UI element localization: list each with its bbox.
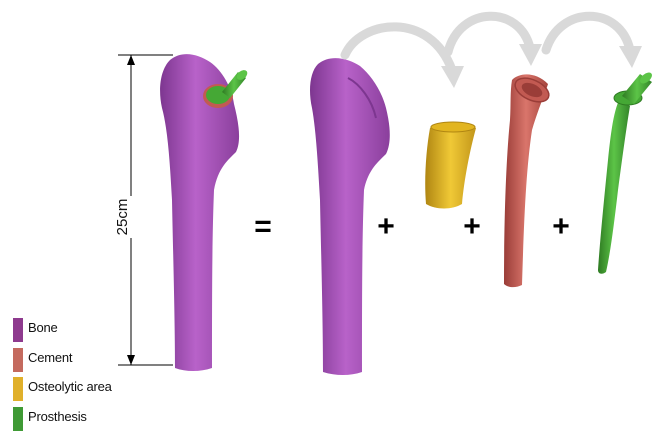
plus-sign-1: + — [377, 210, 395, 243]
legend-swatch-cement — [13, 348, 23, 372]
plus-sign-2: + — [463, 210, 481, 243]
arrow-to-prosthesis — [546, 16, 630, 50]
prosthesis — [598, 70, 654, 273]
osteolytic-area — [425, 122, 476, 209]
cement-shape — [504, 74, 548, 287]
prosthesis-stem — [598, 98, 630, 274]
osteolytic-shape — [425, 123, 476, 209]
scale-label: 25cm — [114, 199, 131, 236]
legend-label: Prosthesis — [28, 409, 87, 424]
equals-sign: = — [254, 210, 272, 243]
legend-item-cement: Cement — [13, 346, 163, 376]
legend-item-osteolytic: Osteolytic area — [13, 375, 163, 405]
arrow-to-cement — [448, 16, 530, 52]
legend-item-bone: Bone — [13, 316, 163, 346]
legend-item-prosthesis: Prosthesis — [13, 405, 163, 435]
plus-sign-3: + — [552, 210, 570, 243]
legend-label: Cement — [28, 350, 72, 365]
arrow-to-osteolytic — [345, 27, 452, 70]
legend-swatch-osteolytic — [13, 377, 23, 401]
composite-femur — [160, 54, 249, 371]
legend: Bone Cement Osteolytic area Prosthesis — [13, 316, 163, 434]
legend-swatch-prosthesis — [13, 407, 23, 431]
legend-label: Osteolytic area — [28, 379, 112, 394]
scale-arrow-top — [127, 55, 135, 65]
legend-label: Bone — [28, 320, 58, 335]
cement-mantle — [504, 73, 553, 287]
decomposition-arrows — [345, 16, 630, 70]
legend-swatch-bone — [13, 318, 23, 342]
